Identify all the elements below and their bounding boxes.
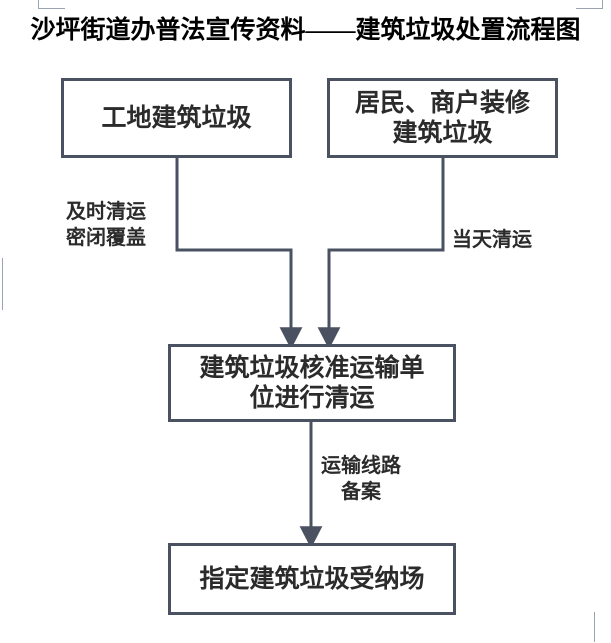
edge-label-middle-line2: 备案 xyxy=(341,479,381,503)
edge-label-middle: 运输线路 备案 xyxy=(321,452,401,504)
page-title: 沙坪街道办普法宣传资料——建筑垃圾处置流程图 xyxy=(30,17,581,44)
node-site-construction-waste-label: 工地建筑垃圾 xyxy=(101,102,252,132)
page-margin-mark-top-left xyxy=(38,0,65,9)
node-licensed-transport-unit: 建筑垃圾核准运输单位进行清运 xyxy=(168,344,456,422)
node-resident-renovation-waste: 居民、商户装修建筑垃圾 xyxy=(327,78,558,158)
node-licensed-transport-unit-label: 建筑垃圾核准运输单位进行清运 xyxy=(199,352,425,413)
page-margin-mark-bottom-right xyxy=(594,612,595,642)
node-designated-disposal-site: 指定建筑垃圾受纳场 xyxy=(168,543,456,615)
edge-label-middle-line1: 运输线路 xyxy=(321,453,401,477)
edge-label-right: 当天清运 xyxy=(452,226,532,252)
edge-label-left-line1: 及时清运 xyxy=(66,199,146,223)
edge-label-left-line2: 密闭覆盖 xyxy=(66,225,146,249)
node-site-construction-waste: 工地建筑垃圾 xyxy=(61,78,292,158)
node-designated-disposal-site-label: 指定建筑垃圾受纳场 xyxy=(199,563,425,593)
page-margin-mark-top-right xyxy=(576,0,603,9)
page-margin-mark-left xyxy=(2,258,3,310)
edge-label-left: 及时清运 密闭覆盖 xyxy=(66,198,146,250)
node-resident-renovation-waste-label: 居民、商户装修建筑垃圾 xyxy=(354,87,530,148)
edge-label-right-line1: 当天清运 xyxy=(452,227,532,251)
